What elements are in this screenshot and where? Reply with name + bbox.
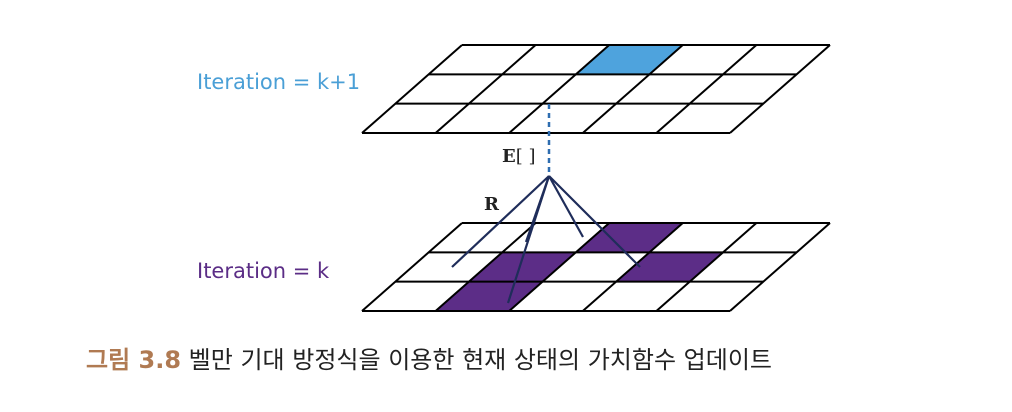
caption-text: 벨만 기대 방정식을 이용한 현재 상태의 가치함수 업데이트 <box>188 346 772 374</box>
bottom-grid-col-line-3 <box>582 222 684 312</box>
top-grid-col-line-2 <box>508 44 610 134</box>
transition-line-5 <box>548 175 641 268</box>
bellman-diagram <box>361 44 831 312</box>
figure-caption: 그림 3.8 벨만 기대 방정식을 이용한 현재 상태의 가치함수 업데이트 <box>86 340 772 375</box>
reward-label: R <box>484 194 499 215</box>
top-grid-col-line-3 <box>582 44 684 134</box>
expectation-symbol: E <box>502 146 516 167</box>
top-grid-k-plus-1 <box>361 44 831 134</box>
expectation-brackets: [ ] <box>515 146 536 167</box>
caption-number: 그림 3.8 <box>86 346 182 374</box>
transition-line-3 <box>524 175 551 243</box>
bottom-grid-col-line-5 <box>729 222 831 312</box>
bottom-grid-highlight-cell-r1-c1 <box>468 252 576 282</box>
transition-line-4 <box>548 175 584 238</box>
top-grid-col-line-0 <box>361 44 463 134</box>
top-grid-highlight-cell-r0-c2 <box>575 45 683 75</box>
bottom-grid-k <box>361 222 831 312</box>
bottom-grid-col-line-0 <box>361 222 463 312</box>
top-grid-col-line-1 <box>434 44 537 134</box>
expectation-label: E[ ] <box>502 146 536 167</box>
bottom-grid-col-line-1 <box>434 222 537 312</box>
iteration-k-plus-1-label: Iteration = k+1 <box>197 70 361 94</box>
top-grid-col-line-5 <box>729 44 831 134</box>
bottom-grid-col-line-2 <box>508 222 610 312</box>
bottom-grid-col-line-4 <box>655 222 758 312</box>
bottom-grid-highlight-cell-r2-c1 <box>435 281 543 311</box>
iteration-k-label: Iteration = k <box>197 259 330 283</box>
connector-lines <box>451 104 641 304</box>
bottom-grid-highlight-cell-r1-c3 <box>616 252 724 282</box>
transition-line-1 <box>451 175 550 268</box>
top-grid-col-line-4 <box>655 44 758 134</box>
